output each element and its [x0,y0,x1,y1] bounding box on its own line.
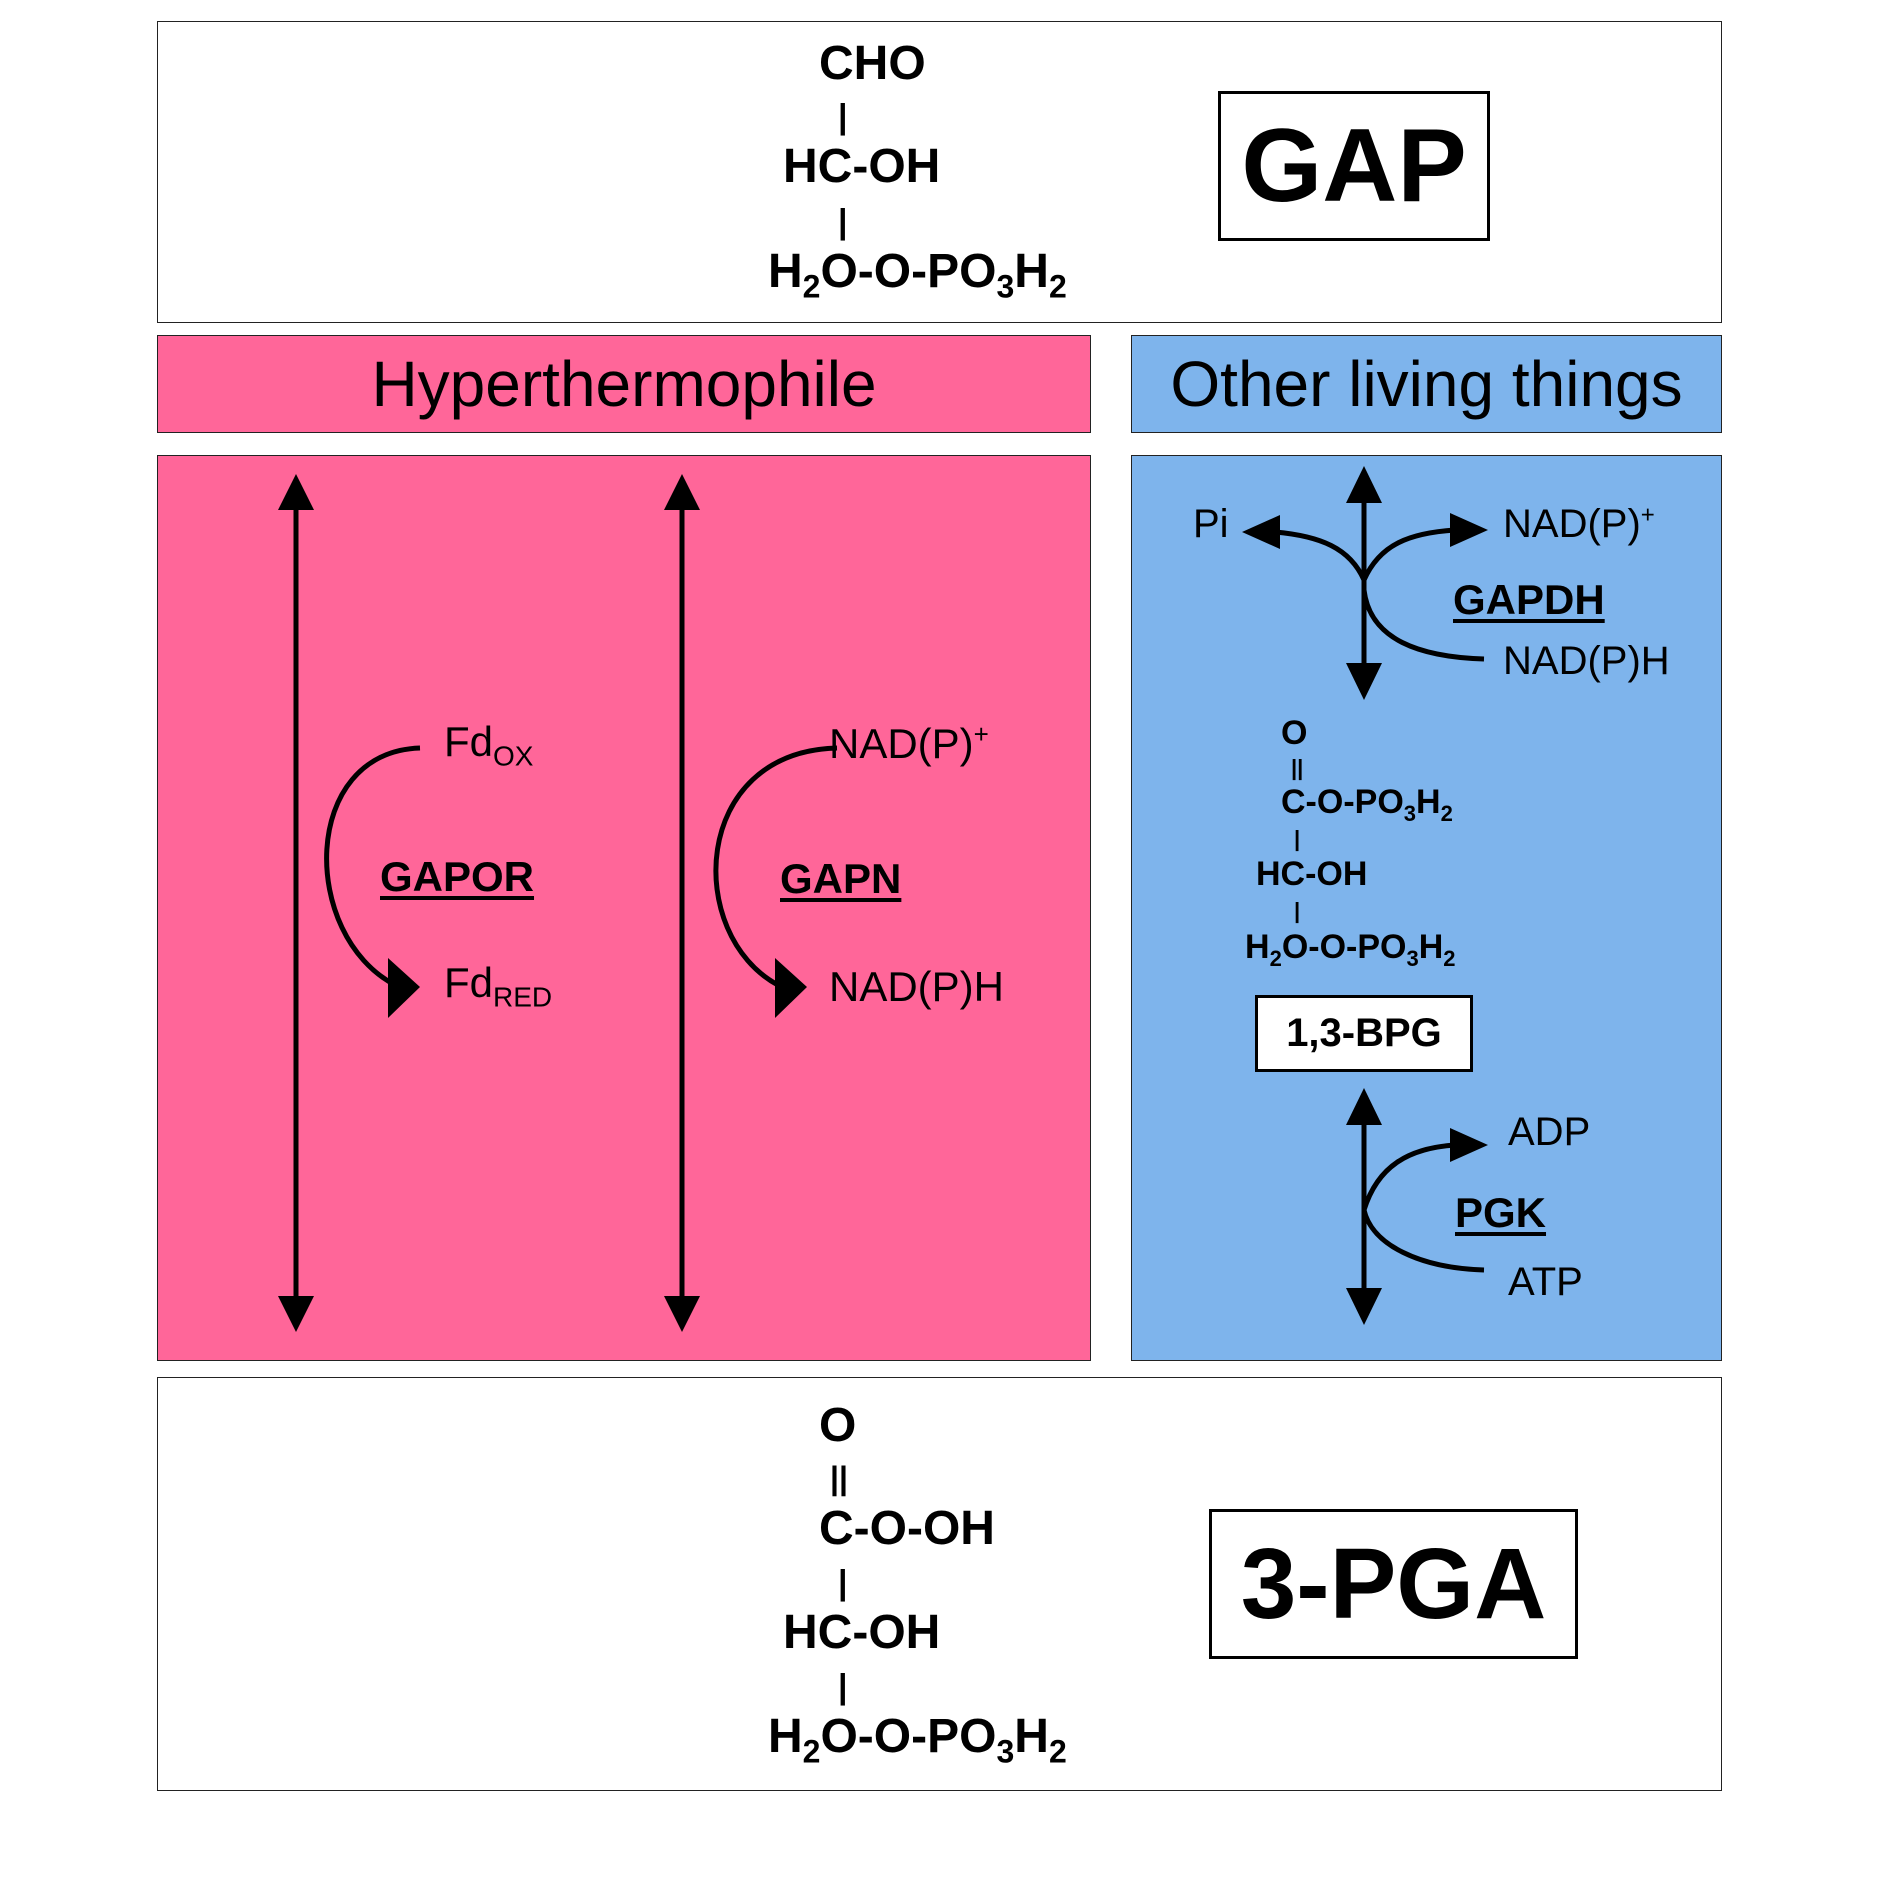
gapn-arrowhead-up [664,474,700,510]
pga-label: 3-PGA [1209,1509,1578,1659]
gapdh-nadp-arrow [1361,527,1456,582]
pgk-atp: ATP [1508,1260,1583,1304]
pga-oxygen: O [819,1399,857,1452]
pga-hcoh: HC-OH [783,1606,941,1659]
pga-panel [157,1377,1722,1791]
gapdh-nadp-arrowhead [1450,513,1488,547]
pgk-arrowhead-down [1346,1288,1382,1325]
header-other-living-things: Other living things [1131,335,1722,433]
bpg-carboxyl-phosphate: C-O-PO3H2 [1281,783,1453,826]
gapor-cofactor-arrow [324,745,421,988]
bpg-oxygen: O [1281,714,1308,752]
gapor-enzyme-label: GAPOR [380,853,535,900]
gapdh-enzyme-label: GAPDH [1453,576,1605,623]
bpg-double-bond: || [1291,755,1304,780]
gapdh-nadph-arc [1361,589,1485,662]
pga-double-bond: || [830,1460,848,1496]
bpg-hcoh: HC-OH [1256,855,1368,893]
gapor-arrowhead-up [278,474,314,510]
gapor-arrowhead-down [278,1296,314,1332]
gap-label: GAP [1218,91,1490,241]
hyperthermophile-panel [157,455,1091,1361]
gapn-arrowhead-down [664,1296,700,1332]
gap-bond-1: | [838,98,848,136]
pga-bond-1: | [838,1564,848,1602]
pgk-adp: ADP [1508,1110,1591,1154]
adp-arrowhead [1450,1128,1488,1162]
pgk-enzyme-label: PGK [1455,1189,1547,1236]
gapor-fd-ox: FdOX [444,718,534,772]
gapdh-pi: Pi [1193,502,1229,546]
gap-panel [157,21,1722,323]
bpg-label: 1,3-BPG [1255,995,1473,1072]
gapn-nadp-plus: NAD(P)+ [829,719,989,767]
gap-formula-phosphate: H2O-O-PO3H2 [768,245,1067,305]
gapdh-arrowhead-down [1346,663,1382,700]
gap-bond-2: | [838,203,848,241]
atp-arc [1361,1209,1485,1273]
header-hyperthermophile: Hyperthermophile [157,335,1091,433]
gapor-curve-arrowhead [388,958,420,1018]
other-living-things-panel [1131,455,1722,1361]
gapn-nadph: NAD(P)H [829,963,1004,1010]
gapn-curve-arrowhead [775,958,807,1018]
gapn-cofactor-arrow [713,745,838,988]
pi-release-arrow [1274,529,1367,582]
pga-bond-2: | [838,1668,848,1706]
pi-arrowhead [1242,515,1280,549]
gap-formula-hcoh: HC-OH [783,140,941,193]
bpg-bond-2: | [1294,898,1301,923]
gap-formula-cho: CHO [819,37,926,90]
adp-arrow [1361,1142,1456,1211]
gapdh-nadph: NAD(P)H [1503,639,1670,683]
bpg-phosphate: H2O-O-PO3H2 [1245,928,1456,971]
pga-phosphate: H2O-O-PO3H2 [768,1710,1067,1770]
gapor-fd-red: FdRED [444,959,553,1013]
bpg-bond-1: | [1294,826,1301,851]
gapdh-arrowhead-up [1346,466,1382,503]
gapdh-nadp-plus: NAD(P)+ [1503,501,1655,546]
gapn-enzyme-label: GAPN [780,855,902,902]
pgk-arrowhead-up [1346,1088,1382,1125]
pga-carboxyl: C-O-OH [819,1502,995,1555]
